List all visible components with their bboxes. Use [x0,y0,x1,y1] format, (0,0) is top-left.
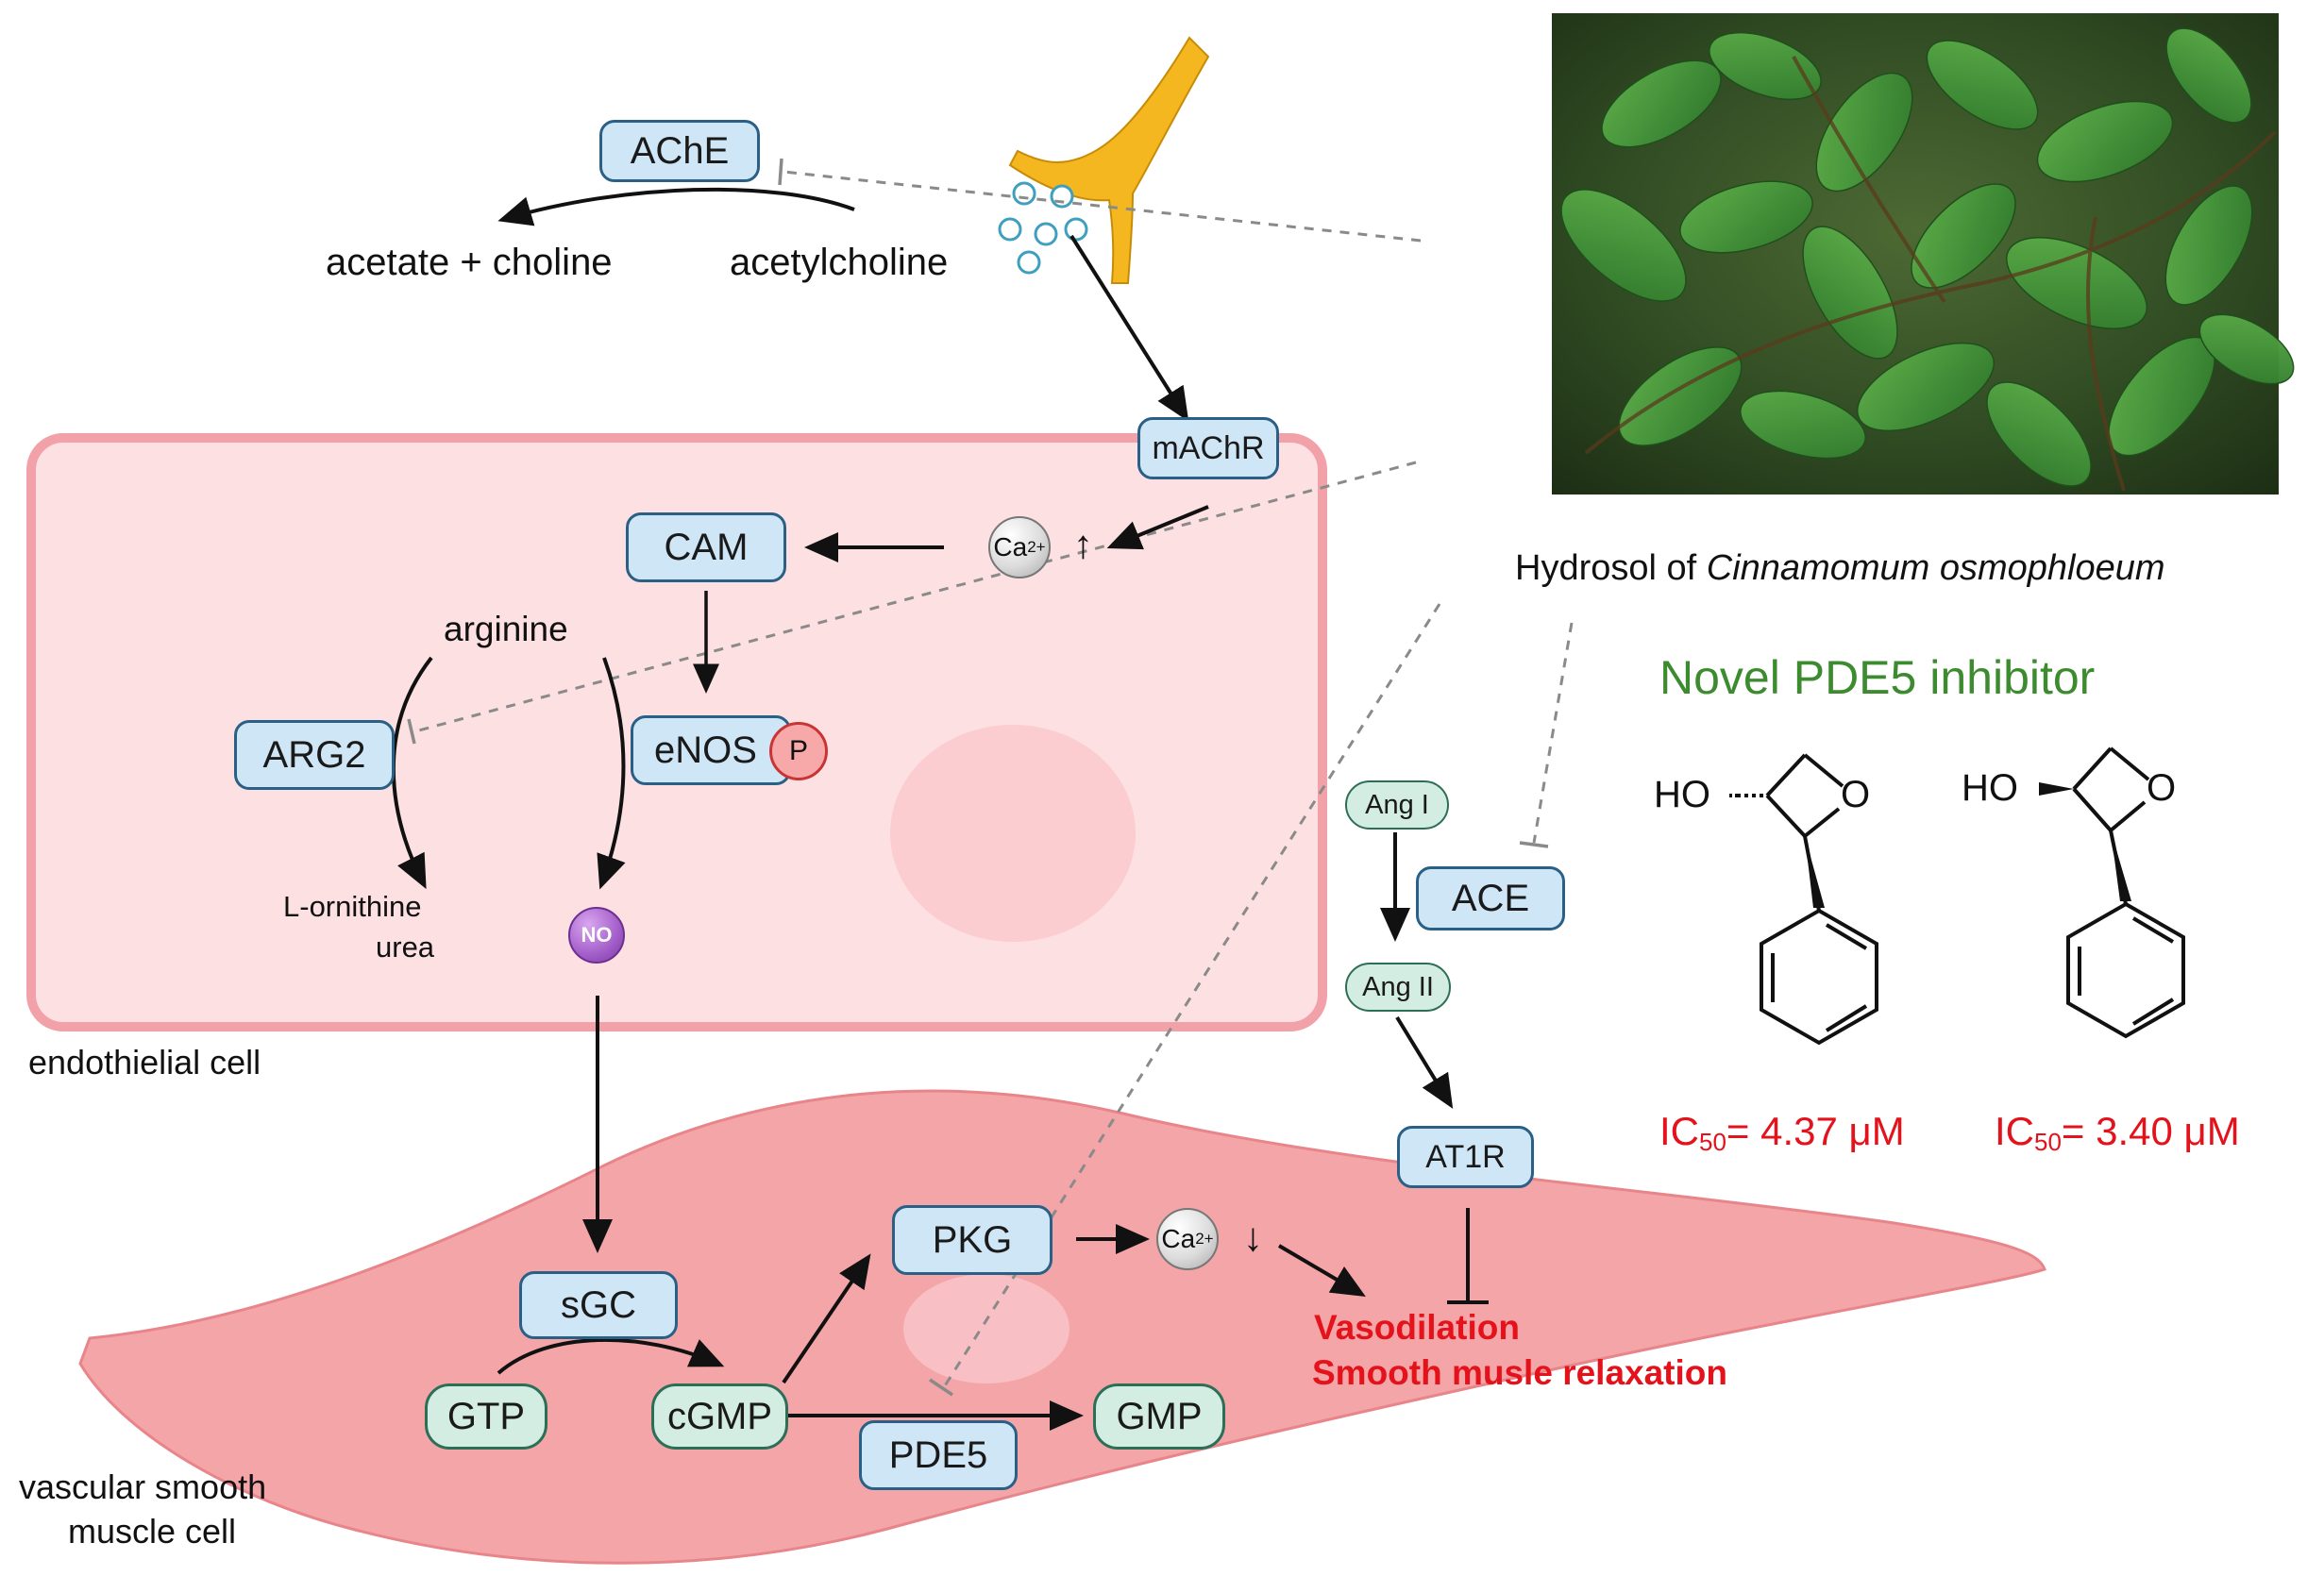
ic50-left-sub: 50 [1699,1128,1726,1156]
no-molecule: NO [568,907,625,964]
pkg-node: PKG [892,1205,1053,1275]
ca-to-vasodilation-arrow [1277,1244,1366,1298]
right-ho-label: HO [1962,767,2018,809]
vesicle-icon [998,181,1088,275]
hydrosol-prefix: Hydrosol of [1515,548,1707,588]
ca-endothelial-symbol: Ca [993,532,1028,562]
acetylcholine-label: acetylcholine [730,242,949,283]
cgmp-node: cGMP [651,1383,788,1450]
gtp-to-cgmp-arrow [497,1337,725,1375]
phosphorylation-badge: P [769,722,828,780]
cam-node: CAM [626,512,786,582]
left-wedge-bond [1805,836,1825,908]
l-ornithine-label: L-ornithine [283,890,422,923]
nerve-terminal-icon [1008,36,1210,284]
ic50-right-value: = 3.40 μM [2061,1109,2240,1153]
ic50-right-label: IC50= 3.40 μM [1995,1109,2240,1156]
ca-smc-charge: 2+ [1195,1230,1214,1248]
at1r-node: AT1R [1397,1126,1534,1188]
ang2-to-at1r-arrow [1395,1015,1454,1109]
ach-to-machr-arrow [1069,234,1189,422]
ca-up-arrow: ↑ [1073,522,1093,566]
ca-smc-symbol: Ca [1161,1224,1196,1253]
arg2-node: ARG2 [234,720,395,790]
machr-node: mAChR [1137,417,1279,479]
hydrosol-species: Cinnamomum osmophloeum [1706,548,2165,588]
hydrosol-label: Hydrosol of Cinnamomum osmophloeum [1515,550,2165,586]
vsmc-label-line1: vascular smooth [19,1467,267,1506]
enos-node: eNOS [631,715,791,785]
acetate-choline-label: acetate + choline [326,242,613,283]
ic50-left-value: = 4.37 μM [1726,1109,1905,1153]
endothelial-cell-label: endothielial cell [28,1043,261,1081]
left-ho-label: HO [1654,774,1710,815]
gtp-node: GTP [425,1383,547,1450]
urea-label: urea [376,931,435,964]
ic50-left-label: IC50= 4.37 μM [1659,1109,1905,1156]
pde5-node: PDE5 [859,1420,1018,1490]
machr-to-ca-arrow [1106,505,1209,550]
right-wedge-bond-oh [2039,782,2074,796]
arginine-to-no-arrow [597,657,626,890]
ca-endothelial-charge: 2+ [1027,538,1046,556]
ca-down-arrow: ↓ [1243,1215,1263,1259]
ace-node: ACE [1416,866,1565,931]
ic50-right-prefix: IC [1995,1109,2034,1153]
right-o-label: O [2147,767,2177,809]
vasodilation-label: Vasodilation [1314,1308,1520,1347]
sgc-node: sGC [519,1271,678,1339]
right-wedge-bond-ph [2111,830,2131,901]
ang1-node: Ang I [1345,780,1449,830]
ache-node: AChE [599,120,760,182]
ic50-left-prefix: IC [1659,1109,1699,1153]
relaxation-label: Smooth musle relaxation [1312,1353,1727,1392]
vsmc-label-line2: muscle cell [68,1512,237,1551]
ic50-right-sub: 50 [2034,1128,2062,1156]
novel-inhibitor-title: Novel PDE5 inhibitor [1659,651,2096,704]
left-o-label: O [1841,774,1871,815]
cinnamon-leaves-photo [1552,13,2295,495]
cgmp-to-pkg-arrow [782,1253,871,1384]
smc-nucleus-icon [903,1274,1069,1383]
ache-reaction-arrow [497,187,855,226]
arginine-label: arginine [444,610,568,648]
left-oxetane-structure [1729,753,1878,1046]
inhibition-bars [407,158,1549,1397]
gmp-node: GMP [1093,1383,1225,1450]
ang2-node: Ang II [1345,963,1451,1012]
nucleus-icon [890,725,1136,942]
